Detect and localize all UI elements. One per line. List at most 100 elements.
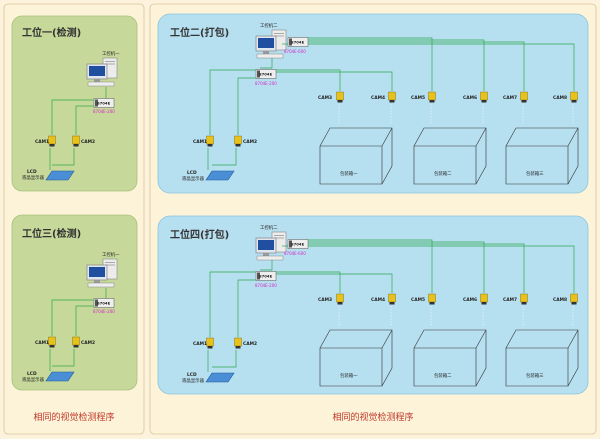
station1-switch-label: 8704E: [97, 101, 111, 106]
station1: 工位一(检测) 工控机一 8704E 8704E-200 CAM1 CAM2 L…: [22, 26, 120, 181]
station3-switch-model: 8704E-200: [93, 309, 115, 314]
station3-link-lcd2: [52, 349, 75, 367]
station2-link-cam3: [276, 69, 341, 91]
station4-box3: [505, 329, 579, 387]
station1-link-cam1: [51, 99, 94, 135]
station1-cam1-label: CAM1: [35, 139, 49, 145]
station4-box1-label: 包装箱一: [340, 372, 358, 379]
station2-box3: [505, 127, 579, 185]
station4-cam2-label: CAM2: [243, 341, 257, 347]
station1-link-cam2: [75, 105, 94, 135]
station4-box2: [413, 329, 487, 387]
station4-computer-label: 工控机二: [260, 224, 278, 231]
station4-switch-top-model: 8704E-600: [284, 251, 306, 256]
station2: 工位二(打包) 工控机二 8704E 8704E-600 8704E 8704E…: [170, 22, 579, 185]
station1-switch-model: 8704E-200: [93, 109, 115, 114]
station4-link-cam3: [276, 271, 341, 293]
station3-cam2-label: CAM2: [81, 340, 95, 346]
station2-link-cam4: [276, 71, 393, 91]
station4-lcd-sublabel: 液晶显示器: [182, 377, 205, 384]
station2-box1: [319, 127, 393, 185]
station4-title: 工位四(打包): [170, 228, 229, 241]
station1-box: [11, 15, 138, 192]
station4-cam5-label: CAM5: [411, 297, 425, 303]
station2-computer-label: 工控机二: [260, 22, 278, 29]
station3-box: [11, 214, 138, 391]
station4-cam6-label: CAM6: [463, 297, 477, 303]
left-footer: 相同的视觉检测程序: [33, 411, 114, 423]
station2-lcd-label: LCD: [187, 170, 197, 176]
station4-cam8-label: CAM8: [553, 297, 567, 303]
station3-switch-label: 8704E: [97, 301, 111, 306]
station3-cam2-icon: [72, 336, 80, 348]
station2-link-lcd2: [212, 148, 237, 166]
station4-link-cam8: [308, 245, 575, 293]
station4: 工位四(打包) 工控机二 8704E 8704E-600 8704E 8704E…: [170, 224, 579, 387]
station4-link-lcd2: [212, 350, 237, 368]
station2-cam3-label: CAM3: [318, 95, 332, 101]
station4-cam4-icon: [388, 293, 396, 305]
station3-title: 工位三(检测): [22, 227, 81, 240]
station4-cam1-icon: [206, 337, 214, 349]
station3-lcd-label: LCD: [27, 371, 37, 377]
station2-box2-label: 包装箱二: [434, 170, 452, 177]
station1-lcd-label: LCD: [27, 169, 37, 175]
station2-link-pc-mid: [260, 58, 273, 69]
station2-title: 工位二(打包): [170, 26, 229, 39]
station3-cam1-icon: [48, 336, 56, 348]
station1-computer-label: 工控机一: [102, 50, 120, 57]
station4-link-pc-mid: [260, 260, 273, 271]
station4-cam7-icon: [520, 293, 528, 305]
station4-cam5-icon: [428, 293, 436, 305]
station2-link-cam7: [308, 41, 525, 91]
station2-lcd-sublabel: 液晶显示器: [182, 175, 205, 182]
station2-cam2-icon: [234, 135, 242, 147]
station4-cam2-icon: [234, 337, 242, 349]
station4-cam3-icon: [336, 293, 344, 305]
station2-switch-top-label: 8704E: [291, 40, 305, 45]
station4-link-cam6: [308, 241, 485, 293]
station4-box: [157, 215, 589, 395]
station3-link-cam2: [75, 305, 94, 336]
station2-link-cam5: [308, 37, 433, 91]
station4-link-cam7: [308, 243, 525, 293]
station1-lcd-sublabel: 液晶显示器: [22, 174, 45, 181]
station4-cam1-label: CAM1: [193, 341, 207, 347]
station4-lcd-label: LCD: [187, 372, 197, 378]
station2-switch-top-model: 8704E-600: [284, 49, 306, 54]
station4-cam8-icon: [570, 293, 578, 305]
station4-cam4-label: CAM4: [371, 297, 385, 303]
station2-link-cam6: [308, 39, 485, 91]
station1-cam2-label: CAM2: [81, 139, 95, 145]
station2-cam7-icon: [520, 91, 528, 103]
station4-link-cam2: [237, 279, 256, 337]
station2-cam6-icon: [480, 91, 488, 103]
station2-cam8-label: CAM8: [553, 95, 567, 101]
station2-link-cam2: [237, 77, 256, 135]
station2-switch-mid-label: 8704E: [259, 72, 273, 77]
station2-cam1-icon: [206, 135, 214, 147]
station2-link-cam1: [209, 69, 256, 135]
station2-link-cam8: [308, 43, 575, 91]
station1-title: 工位一(检测): [22, 26, 81, 39]
station3-link-cam1: [51, 299, 94, 336]
station2-cam2-label: CAM2: [243, 139, 257, 145]
station1-cam2-icon: [72, 135, 80, 147]
station2-cam8-icon: [570, 91, 578, 103]
station1-link-lcd2: [52, 148, 75, 166]
station4-link-cam5: [308, 239, 433, 293]
station4-cam6-icon: [480, 293, 488, 305]
station4-cam7-label: CAM7: [503, 297, 517, 303]
station3-lcd-sublabel: 液晶显示器: [22, 376, 45, 383]
station2-cam1-label: CAM1: [193, 139, 207, 145]
station4-switch-mid-model: 8704E-200: [255, 283, 277, 288]
station2-box: [157, 13, 589, 194]
station4-box2-label: 包装箱二: [434, 372, 452, 379]
station4-switch-mid-label: 8704E: [259, 274, 273, 279]
station2-cam7-label: CAM7: [503, 95, 517, 101]
station4-box1: [319, 329, 393, 387]
station3-computer-label: 工控机一: [102, 251, 120, 258]
station2-cam5-label: CAM5: [411, 95, 425, 101]
right-footer: 相同的视觉检测程序: [332, 411, 413, 423]
